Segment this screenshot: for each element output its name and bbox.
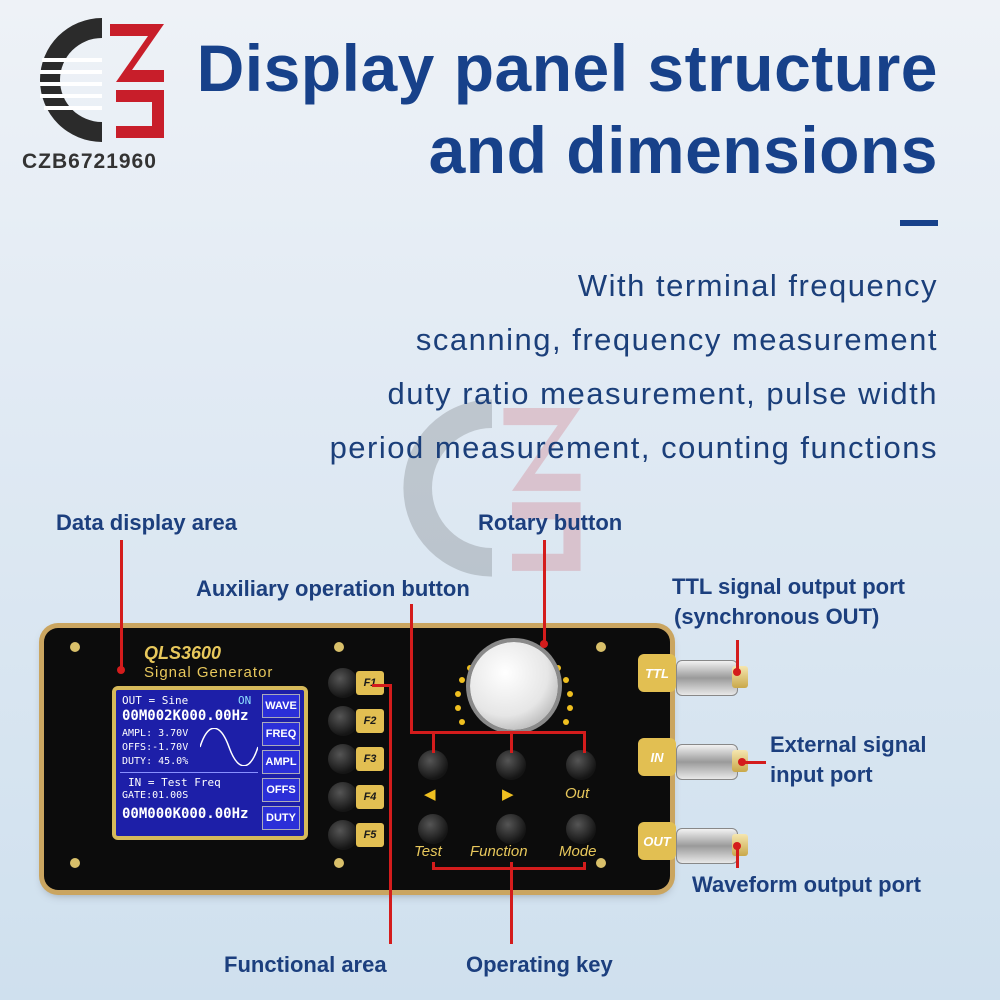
callout-external-1: External signal [770,732,927,757]
brand-logo: CZB6721960 [22,10,192,180]
feature-line-4: period measurement, counting functions [329,430,938,465]
callout-ttl-1: TTL signal output port [672,574,905,599]
ttl-port-label: TTL [638,654,676,692]
screw [334,858,344,868]
callout-functional: Functional area [224,952,387,977]
lcd-menu-freq: FREQ [262,722,300,746]
brand-name: CZB6721960 [22,150,157,173]
logo-emblem [39,17,164,142]
lcd-freq-out: 00M002K000.00Hz [122,708,249,724]
screw [70,642,80,652]
lcd-out-line: OUT = Sine [122,694,189,707]
out-key[interactable] [566,750,596,780]
f2-knob[interactable] [328,706,358,736]
callout-waveform: Waveform output port [692,872,921,897]
callout-data-display: Data display area [56,510,237,535]
f1-knob[interactable] [328,668,358,698]
f5-knob[interactable] [328,820,358,850]
lcd-menu-offs: OFFS [262,778,300,802]
function-key[interactable] [496,814,526,844]
callout-rotary: Rotary button [478,510,623,535]
lcd-screen: OUT = Sine ON 00M002K000.00Hz AMPL: 3.70… [112,686,308,840]
out-key-label: Out [565,785,590,802]
screw [70,858,80,868]
left-arrow-icon: ◀ [424,786,436,803]
f3-knob[interactable] [328,744,358,774]
screw [596,642,606,652]
sine-wave-icon [200,728,258,766]
heading-dash [900,220,938,226]
mode-key[interactable] [566,814,596,844]
lcd-gate: GATE:01.00S [122,790,189,801]
f5-key[interactable]: F5 [356,823,384,847]
lcd-menu-ampl: AMPL [262,750,300,774]
model-name: QLS3600 [144,643,222,663]
in-port-label: IN [638,738,676,776]
callout-ttl-2: (synchronous OUT) [674,604,880,629]
feature-line-3: duty ratio measurement, pulse width [387,376,938,411]
device-subtitle: Signal Generator [144,664,274,681]
screw [596,858,606,868]
f1-key[interactable]: F1 [356,671,384,695]
f2-key[interactable]: F2 [356,709,384,733]
left-key[interactable] [418,750,448,780]
f4-key[interactable]: F4 [356,785,384,809]
signal-generator-panel: QLS3600 Signal Generator OUT = Sine ON 0… [44,628,676,890]
lcd-menu-wave: WAVE [262,694,300,718]
lcd-freq-in: 00M000K000.00Hz [122,806,249,822]
lcd-divider [120,772,258,773]
heading-line-1: Display panel structure [196,31,938,105]
heading-line-2: and dimensions [428,113,938,187]
rotary-indicator-dots [455,665,573,725]
callout-external-2: input port [770,762,873,787]
f3-key[interactable]: F3 [356,747,384,771]
feature-line-2: scanning, frequency measurement [415,322,938,357]
function-key-label: Function [470,843,528,860]
rotary-knob[interactable] [470,642,558,730]
callout-auxiliary: Auxiliary operation button [196,576,470,601]
right-key[interactable] [496,750,526,780]
test-key[interactable] [418,814,448,844]
lcd-out-state: ON [238,694,252,707]
watermark-logo [403,399,581,577]
callout-operating: Operating key [466,952,613,977]
lcd-in-line: IN = Test Freq [128,776,221,789]
feature-line-1: With terminal frequency [577,268,938,303]
lcd-ampl: AMPL: 3.70V [122,728,189,739]
out-port-label: OUT [638,822,676,860]
lcd-menu-duty: DUTY [262,806,300,830]
ttl-bnc-connector[interactable] [676,660,738,696]
out-bnc-connector[interactable] [676,828,738,864]
lcd-offs: OFFS:-1.70V [122,742,189,753]
test-key-label: Test [414,843,442,860]
right-arrow-icon: ▶ [502,786,514,803]
screw [334,642,344,652]
f4-knob[interactable] [328,782,358,812]
in-bnc-connector[interactable] [676,744,738,780]
lcd-duty: DUTY: 45.0% [122,756,189,767]
mode-key-label: Mode [559,843,597,860]
